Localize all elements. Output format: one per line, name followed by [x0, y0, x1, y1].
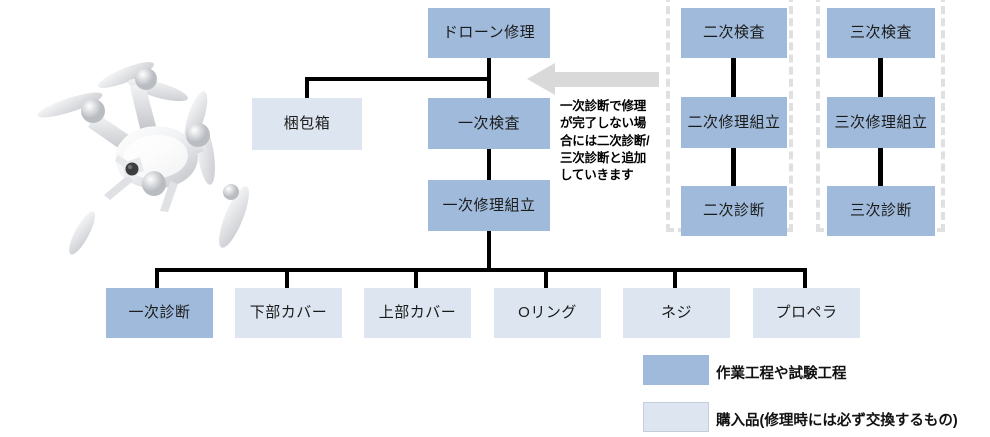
node-lower-cover[interactable]: 下部カバー — [235, 288, 342, 338]
node-primary-diagnosis[interactable]: 一次診断 — [106, 288, 213, 338]
node-label: 二次修理組立 — [687, 113, 781, 131]
connector-primary-inspection-down — [487, 77, 491, 99]
node-label: プロペラ — [775, 304, 838, 321]
connector-drop-primary-diagnosis — [155, 268, 159, 290]
node-screw[interactable]: ネジ — [623, 288, 730, 338]
node-propeller[interactable]: プロペラ — [753, 288, 860, 338]
node-label: 三次修理組立 — [834, 113, 928, 131]
node-label: 一次診断 — [128, 304, 191, 321]
node-label: 二次診断 — [702, 202, 765, 219]
connector-drop-screw — [673, 268, 677, 290]
node-packaging-box[interactable]: 梱包箱 — [252, 98, 362, 150]
connector-parts-bus — [155, 268, 807, 272]
node-label: 三次検査 — [849, 24, 912, 41]
legend-label-process: 作業工程や試験工程 — [716, 366, 847, 382]
connector-inspection-to-assembly — [487, 148, 491, 181]
node-o-ring[interactable]: Oリング — [494, 288, 601, 338]
node-label: 下部カバー — [249, 304, 328, 321]
connector-secondary-2 — [731, 147, 736, 187]
feedback-annotation: 一次診断で修理が完了しない場合には二次診断/三次診断と追加していきます — [560, 99, 650, 182]
connector-secondary-1 — [731, 57, 736, 99]
node-primary-repair-assembly[interactable]: 一次修理組立 — [428, 180, 550, 231]
connector-drop-lower-cover — [285, 268, 289, 290]
node-label: 上部カバー — [378, 304, 457, 321]
connector-drop-propeller — [803, 268, 807, 290]
node-label: ドローン修理 — [442, 24, 536, 41]
connector-packaging-down — [305, 77, 309, 99]
feedback-arrow-icon — [527, 62, 659, 96]
connector-drop-upper-cover — [414, 268, 418, 290]
node-tertiary-repair-assembly[interactable]: 三次修理組立 — [827, 97, 935, 148]
node-label: Oリング — [518, 304, 577, 321]
drone-photo — [18, 45, 268, 260]
node-label: 一次検査 — [457, 114, 520, 132]
node-tertiary-diagnosis[interactable]: 三次診断 — [827, 186, 935, 236]
node-secondary-diagnosis[interactable]: 二次診断 — [681, 186, 787, 236]
connector-assembly-to-bus — [487, 230, 491, 272]
node-label: ネジ — [660, 304, 692, 321]
connector-tertiary-1 — [878, 57, 883, 99]
node-tertiary-inspection[interactable]: 三次検査 — [827, 8, 935, 58]
node-primary-inspection[interactable]: 一次検査 — [428, 98, 550, 149]
connector-root-down — [487, 57, 491, 81]
node-label: 二次検査 — [702, 24, 765, 41]
connector-tertiary-2 — [878, 147, 883, 187]
node-secondary-repair-assembly[interactable]: 二次修理組立 — [681, 97, 787, 148]
legend-label-purchased: 購入品(修理時には必ず交換するもの) — [716, 413, 958, 429]
connector-drop-o-ring — [544, 268, 548, 290]
legend-swatch-process — [643, 355, 709, 385]
node-drone-repair[interactable]: ドローン修理 — [428, 8, 550, 58]
legend-swatch-purchased — [643, 402, 709, 432]
node-upper-cover[interactable]: 上部カバー — [364, 288, 471, 338]
node-label: 一次修理組立 — [442, 196, 536, 214]
connector-root-horizontal — [305, 77, 491, 81]
node-label: 梱包箱 — [283, 115, 331, 132]
node-secondary-inspection[interactable]: 二次検査 — [681, 8, 787, 58]
node-label: 三次診断 — [849, 202, 912, 219]
